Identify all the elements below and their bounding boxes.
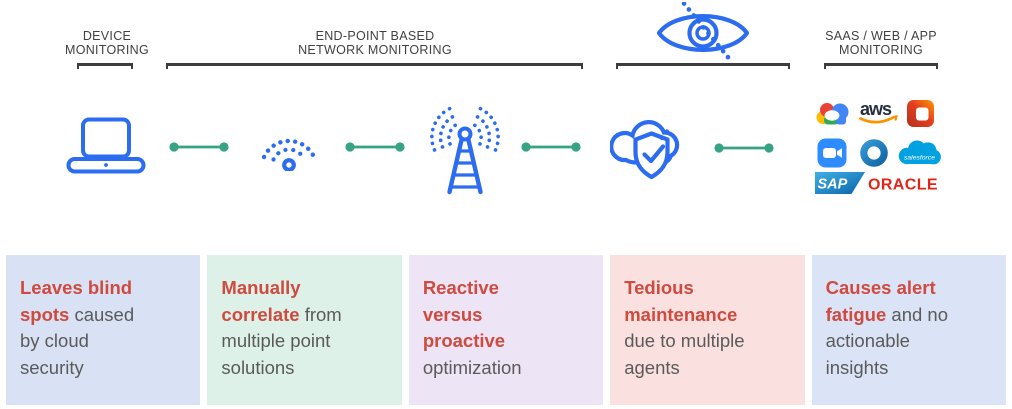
saas-monitoring-label: SAAS / WEB / APP MONITORING bbox=[825, 29, 937, 57]
laptop-icon bbox=[66, 117, 146, 174]
device-bracket bbox=[77, 63, 133, 69]
card-text: Tedious maintenance due to multiple agen… bbox=[624, 275, 788, 381]
card-text: Reactive versus proactive optimization bbox=[423, 275, 587, 381]
radio-tower-icon bbox=[430, 105, 500, 195]
card-blind-spots: Leaves blind spots caused by cloud secur… bbox=[6, 255, 201, 405]
card-manual-correlation: Manually correlate from multiple point s… bbox=[207, 255, 402, 405]
card-tedious-maintenance: Tedious maintenance due to multiple agen… bbox=[610, 255, 805, 405]
connector-icon bbox=[169, 142, 229, 152]
card-reactive: Reactive versus proactive optimization bbox=[408, 255, 604, 405]
connector-icon bbox=[345, 142, 405, 152]
card-text: Manually correlate from multiple point s… bbox=[221, 275, 385, 381]
card-rest: caused by cloud security bbox=[20, 303, 135, 378]
google-cloud-logo bbox=[816, 103, 849, 125]
svg-text:ORACLE: ORACLE bbox=[868, 177, 938, 194]
aws-logo: aws bbox=[859, 99, 898, 124]
saas-bracket bbox=[824, 63, 938, 69]
card-alert-fatigue: Causes alert fatigue and no actionable i… bbox=[811, 255, 1007, 405]
card-highlight: Causes alert fatigue bbox=[825, 277, 936, 325]
card-rest: from multiple point solutions bbox=[221, 303, 342, 378]
device-monitoring-label: DEVICE MONITORING bbox=[64, 29, 150, 57]
zoom-logo bbox=[817, 138, 847, 168]
wifi-icon bbox=[261, 138, 317, 171]
card-text: Leaves blind spots caused by cloud secur… bbox=[20, 275, 184, 381]
microsoft-office-logo bbox=[907, 100, 934, 127]
svg-text:salesforce: salesforce bbox=[904, 155, 935, 162]
card-highlight: Leaves blind spots bbox=[20, 277, 133, 325]
card-highlight: Tedious maintenance bbox=[624, 277, 738, 325]
card-highlight: Manually correlate bbox=[221, 277, 301, 325]
endpoint-monitoring-label: END-POINT BASED NETWORK MONITORING bbox=[298, 29, 452, 57]
okta-logo bbox=[860, 139, 888, 167]
cloud-shield-icon bbox=[610, 120, 680, 180]
connector-icon bbox=[521, 142, 581, 152]
sap-logo: SAP bbox=[815, 172, 865, 194]
card-text: Causes alert fatigue and no actionable i… bbox=[826, 275, 990, 381]
card-highlight: Reactive versus proactive bbox=[422, 277, 506, 351]
card-rest: optimization bbox=[422, 356, 522, 378]
oracle-logo: ORACLE bbox=[868, 177, 938, 194]
crossed-eye-icon bbox=[656, 2, 750, 64]
connector-icon bbox=[714, 143, 774, 153]
pain-point-cards: Leaves blind spots caused by cloud secur… bbox=[6, 255, 1007, 405]
salesforce-logo: salesforce bbox=[898, 140, 941, 165]
eye-bracket bbox=[616, 63, 790, 69]
card-rest: and no actionable insights bbox=[825, 303, 948, 378]
endpoint-bracket bbox=[166, 63, 583, 69]
svg-text:aws: aws bbox=[860, 99, 892, 119]
svg-text:SAP: SAP bbox=[818, 177, 848, 193]
card-rest: due to multiple agents bbox=[624, 330, 745, 378]
